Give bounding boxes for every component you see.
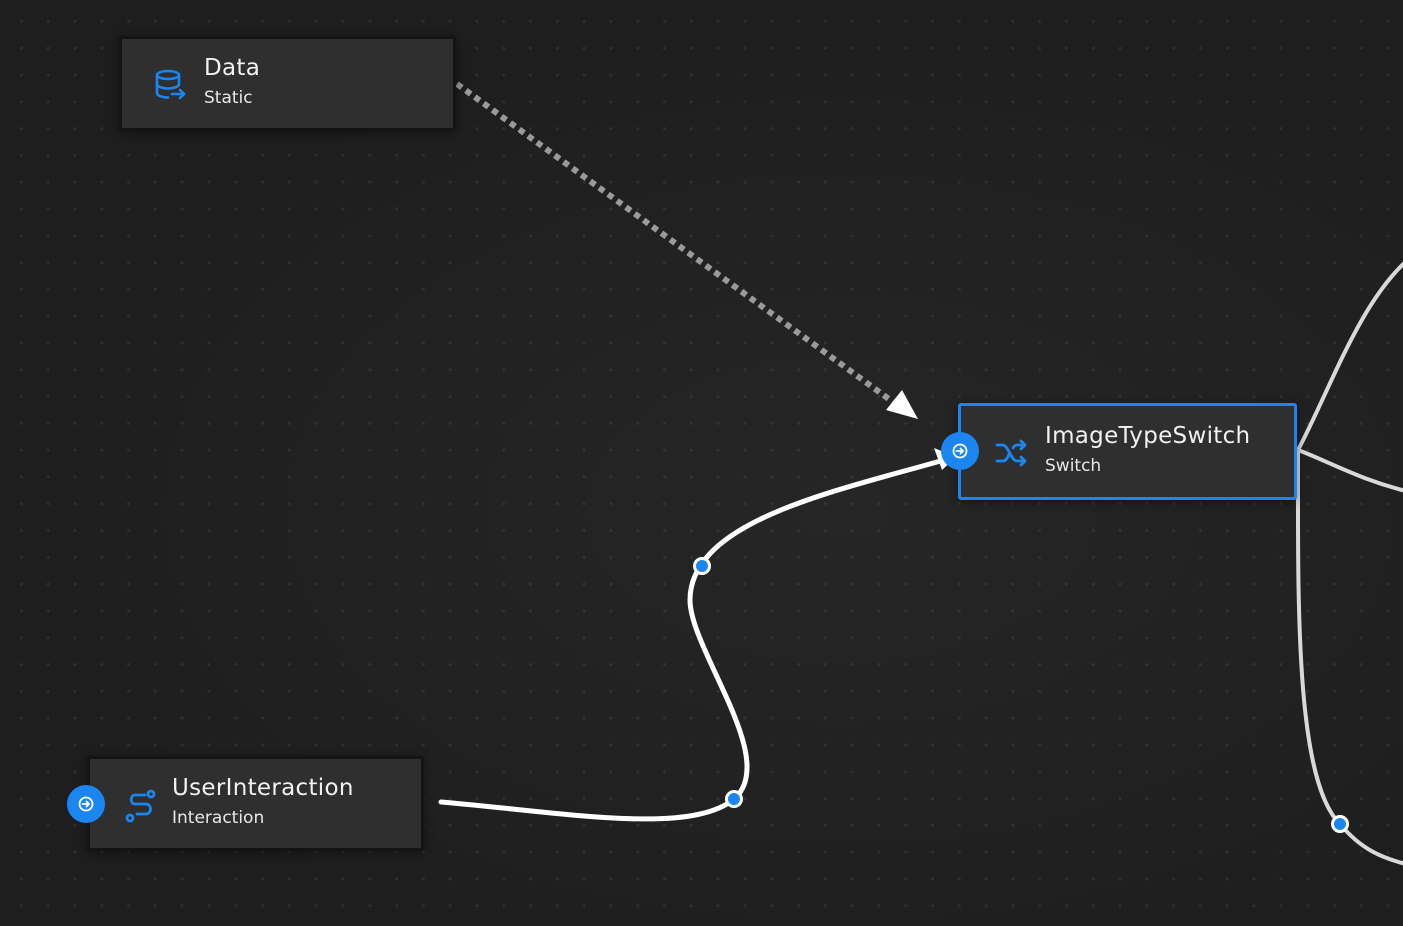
arrow-circle-icon: [952, 443, 968, 459]
edge-control-point[interactable]: [693, 557, 711, 575]
arrow-circle-icon: [78, 796, 94, 812]
input-port[interactable]: [941, 432, 979, 470]
shuffle-icon: [995, 436, 1029, 470]
node-subtitle: Interaction: [172, 808, 265, 828]
node-subtitle: Static: [204, 88, 253, 108]
database-arrow-icon: [154, 69, 188, 103]
node-data[interactable]: Data Static: [119, 36, 456, 131]
edge-arrowhead: [886, 390, 918, 419]
edge-switch-to-offscreen-bottom[interactable]: [1295, 449, 1403, 866]
node-title: UserInteraction: [172, 775, 354, 801]
node-subtitle: Switch: [1045, 456, 1102, 476]
edge-control-point[interactable]: [1331, 815, 1349, 833]
route-icon: [124, 789, 158, 823]
edge-data-to-switch[interactable]: [455, 81, 895, 405]
edge-switch-to-offscreen-top[interactable]: [1296, 258, 1403, 451]
node-title: Data: [204, 55, 261, 81]
input-port[interactable]: [67, 785, 105, 823]
node-image-type-switch[interactable]: ImageTypeSwitch Switch: [958, 403, 1297, 500]
node-user-interaction[interactable]: UserInteraction Interaction: [87, 756, 424, 851]
edge-control-point[interactable]: [725, 790, 743, 808]
edge-switch-to-offscreen-middle[interactable]: [1297, 448, 1403, 493]
node-title: ImageTypeSwitch: [1045, 423, 1251, 449]
edge-interaction-to-switch[interactable]: [438, 457, 947, 822]
